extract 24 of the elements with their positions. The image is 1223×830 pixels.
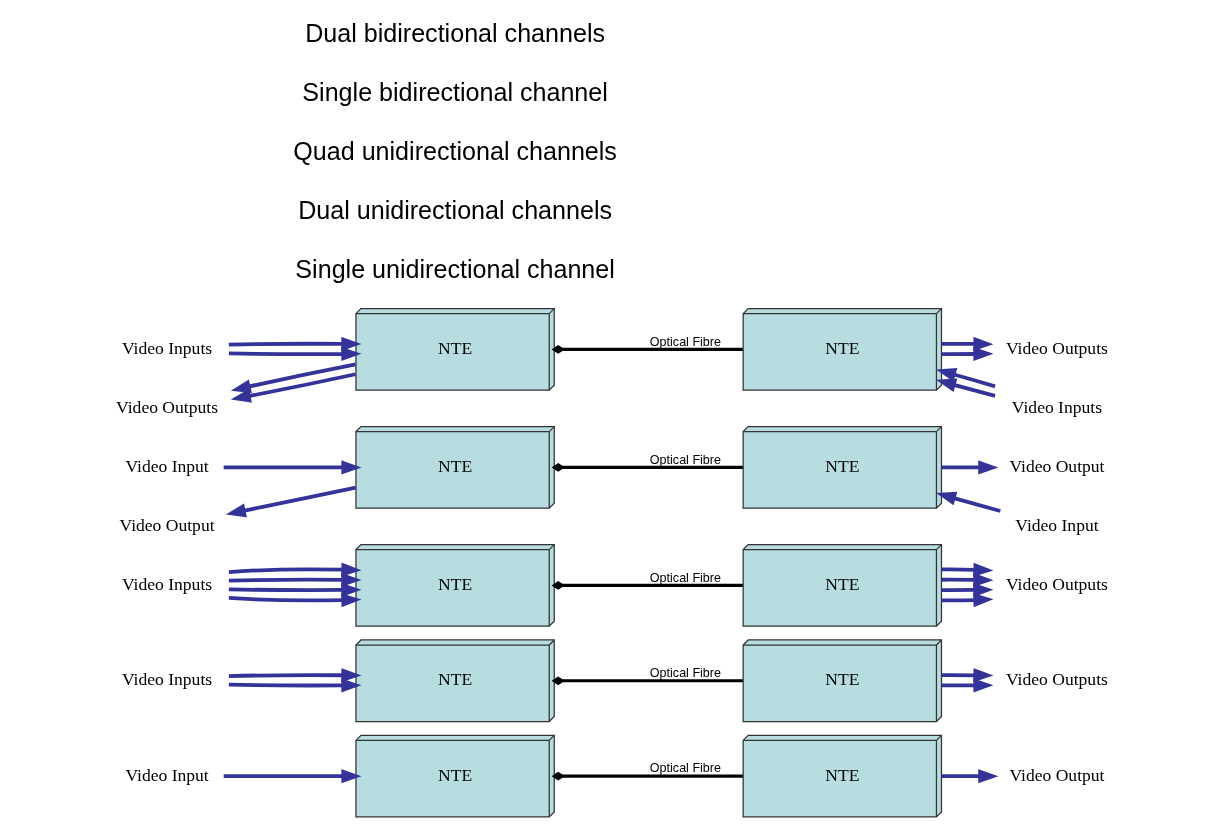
node-text: Video Input [124, 764, 209, 785]
label: Single unidirectional channel [294, 254, 615, 283]
node-text: Video Output [1008, 764, 1104, 785]
edge-label: Optical Fibre [649, 570, 721, 585]
node-text: Video Outputs [1005, 574, 1108, 595]
label: Single bidirectional channel [301, 77, 608, 106]
node-text: Video Outputs [1005, 669, 1108, 690]
edge-label: Optical Fibre [649, 761, 721, 776]
edge-label: Optical Fibre [649, 334, 721, 349]
node-text: Video Outputs [1005, 338, 1108, 359]
node-text: Video Inputs [121, 338, 212, 359]
node-text: Video Inputs [121, 574, 212, 595]
node-text: Video Output [1008, 456, 1104, 477]
node-text: Video Inputs [121, 669, 212, 690]
node-text: Video Inputs [1011, 397, 1102, 418]
edge-label: Optical Fibre [649, 452, 721, 467]
label: Dual unidirectional channels [297, 195, 612, 224]
node-text: Video Input [124, 456, 209, 477]
label: Dual bidirectional channels [304, 18, 605, 47]
node-text: Video Outputs [115, 397, 218, 418]
label: Quad unidirectional channels [292, 136, 617, 165]
node-text: Video Input [1014, 515, 1099, 536]
node-text: Video Output [119, 515, 215, 536]
edge-label: Optical Fibre [649, 666, 721, 681]
